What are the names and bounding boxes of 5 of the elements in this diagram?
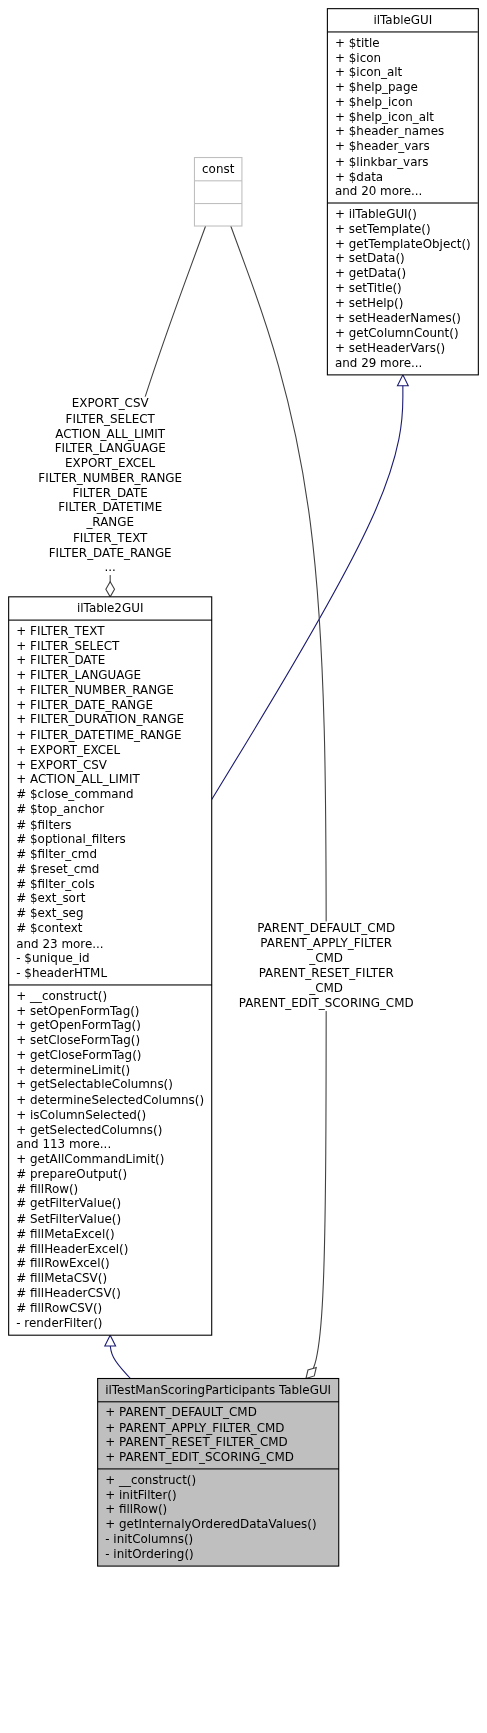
connector (230, 225, 327, 1380)
edge-label: PARENT_DEFAULT_CMD PARENT_APPLY_FILTER _CMD PARENT_RESET_FILTER _CMD PARENT_EDIT_SCORING_CMD (238, 921, 414, 1010)
edge-label: EXPORT_CSV FILTER_SELECT ACTION_ALL_LIMIT FILTER_LANGUAGE EXPORT_EXCEL FILTER_NUMBER_RANGE FILTER_DATE FILTER_DATETIME _RANGE FILTER_TEXT FILTER_DATE_RANGE ... (38, 396, 183, 575)
arrow (104, 1334, 131, 1380)
arrow (211, 374, 409, 800)
